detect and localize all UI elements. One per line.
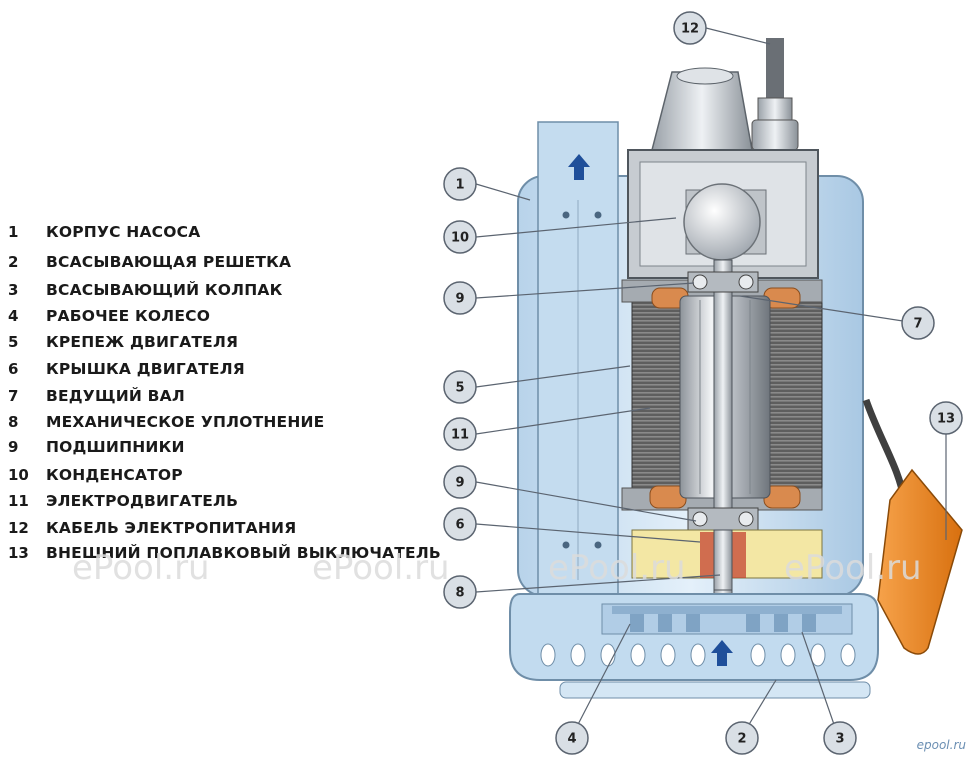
callout-label: 9	[455, 476, 464, 491]
legend-number: 7	[8, 387, 19, 405]
bearings	[687, 271, 759, 531]
cable-gland	[751, 38, 799, 151]
watermark: ePool.ru	[312, 548, 450, 588]
windings	[649, 287, 801, 509]
legend-label: ПОДШИПНИКИ	[46, 438, 185, 456]
callout-8: 8	[443, 575, 477, 609]
legend-number: 13	[8, 544, 29, 562]
callout-9: 9	[443, 465, 477, 499]
legend-label: КОНДЕНСАТОР	[46, 466, 183, 484]
legend-label: КОРПУС НАСОСА	[46, 223, 201, 241]
top-dome	[651, 67, 753, 151]
callout-5: 5	[443, 370, 477, 404]
watermark: ePool.ru	[784, 548, 922, 588]
legend-number: 2	[8, 253, 19, 271]
legend-label: КРЕПЕЖ ДВИГАТЕЛЯ	[46, 333, 239, 351]
legend-number: 8	[8, 413, 19, 431]
callouts: 12 1 10 9 7 5 11 9 6 8 4 2 3 13	[443, 11, 963, 755]
callout-label: 7	[913, 317, 922, 332]
callout-label: 5	[455, 381, 464, 396]
callout-4: 4	[555, 721, 589, 755]
callout-label: 6	[455, 518, 464, 533]
callout-circle	[443, 417, 477, 451]
outlet-flow-arrow	[568, 154, 590, 180]
callout-circle	[555, 721, 589, 755]
inlet-flow-arrow	[711, 640, 733, 666]
callout-11: 11	[443, 417, 477, 451]
callout-label: 2	[737, 732, 746, 747]
callout-circle	[443, 575, 477, 609]
legend-number: 3	[8, 281, 19, 299]
parts-legend: 1 КОРПУС НАСОСА 2 ВСАСЫВАЮЩАЯ РЕШЕТКА 3 …	[0, 0, 441, 600]
callout-9: 9	[443, 281, 477, 315]
leader-lines	[475, 27, 947, 737]
suction-grille-holes	[540, 643, 856, 667]
callout-10: 10	[443, 220, 477, 254]
callout-2: 2	[725, 721, 759, 755]
callout-label: 12	[681, 22, 699, 37]
legend-label: ЭЛЕКТРОДВИГАТЕЛЬ	[46, 492, 239, 510]
legend-number: 4	[8, 307, 19, 325]
legend-number: 12	[8, 519, 29, 537]
callout-6: 6	[443, 507, 477, 541]
oil-chamber	[631, 529, 823, 591]
callout-13: 13	[929, 401, 963, 435]
legend-label: ВСАСЫВАЮЩАЯ РЕШЕТКА	[46, 253, 292, 271]
callout-1: 1	[443, 167, 477, 201]
watermark: ePool.ru	[72, 548, 210, 588]
legend-label: КАБЕЛЬ ЭЛЕКТРОПИТАНИЯ	[46, 519, 297, 537]
callout-circle	[725, 721, 759, 755]
callout-circle	[901, 306, 935, 340]
callout-circle	[823, 721, 857, 755]
watermark: ePool.ru	[548, 548, 686, 588]
callout-label: 11	[451, 428, 469, 443]
callout-3: 3	[823, 721, 857, 755]
legend-label: РАБОЧЕЕ КОЛЕСО	[46, 307, 211, 325]
callout-label: 8	[455, 586, 464, 601]
callout-circle	[443, 370, 477, 404]
legend-label: ВНЕШНИЙ ПОПЛАВКОВЫЙ ВЫКЛЮЧАТЕЛЬ	[46, 544, 441, 562]
legend-label: КРЫШКА ДВИГАТЕЛЯ	[46, 360, 245, 378]
callout-label: 13	[937, 412, 955, 427]
callout-label: 3	[835, 732, 844, 747]
legend-number: 5	[8, 333, 19, 351]
callout-circle	[443, 465, 477, 499]
legend-label: ВЕДУЩИЙ ВАЛ	[46, 387, 185, 405]
callout-label: 1	[455, 178, 464, 193]
legend-number: 6	[8, 360, 19, 378]
callout-circle	[673, 11, 707, 45]
legend-label: МЕХАНИЧЕСКОЕ УПЛОТНЕНИЕ	[46, 413, 325, 431]
legend-number: 10	[8, 466, 29, 484]
callout-circle	[443, 507, 477, 541]
callout-label: 9	[455, 292, 464, 307]
float-switch	[862, 398, 963, 655]
legend-number: 11	[8, 492, 29, 510]
impeller	[612, 606, 842, 632]
site-watermark: epool.ru	[916, 738, 966, 752]
legend-label: ВСАСЫВАЮЩИЙ КОЛПАК	[46, 281, 283, 299]
callout-label: 4	[567, 732, 576, 747]
callout-circle	[443, 281, 477, 315]
legend-number: 9	[8, 438, 19, 456]
callout-7: 7	[901, 306, 935, 340]
callout-circle	[929, 401, 963, 435]
callout-circle	[443, 220, 477, 254]
callout-label: 10	[451, 231, 469, 246]
callout-circle	[443, 167, 477, 201]
callout-12: 12	[673, 11, 707, 45]
legend-number: 1	[8, 223, 19, 241]
capacitor	[683, 183, 767, 261]
